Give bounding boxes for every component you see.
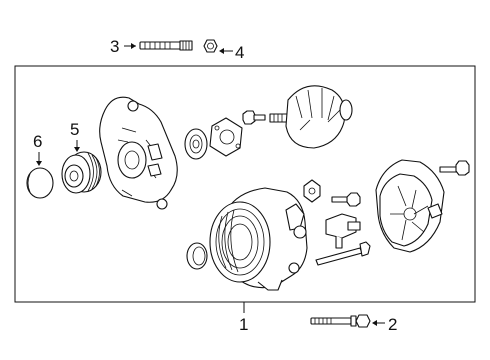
o-ring-part xyxy=(186,242,208,270)
callout-label-6: 6 xyxy=(33,132,42,151)
callout-5[interactable]: 5 xyxy=(70,120,80,152)
callout-label-2: 2 xyxy=(388,315,397,334)
through-bolt-part xyxy=(315,241,371,266)
callout-2[interactable]: 2 xyxy=(372,315,397,334)
rear-cover-part xyxy=(375,159,445,253)
bolt-part xyxy=(310,314,371,328)
front-housing-part xyxy=(99,96,178,210)
callout-label-3: 3 xyxy=(110,37,119,56)
bearing-part xyxy=(184,128,208,160)
regulator-bolt-part xyxy=(331,192,361,207)
nut-part xyxy=(203,39,218,53)
callout-3[interactable]: 3 xyxy=(110,37,136,56)
connector-part xyxy=(325,213,361,249)
alternator-body-part xyxy=(209,187,308,291)
callout-6[interactable]: 6 xyxy=(33,132,42,166)
pulley-part xyxy=(61,151,102,194)
retainer-plate-part xyxy=(209,117,243,157)
callout-label-4: 4 xyxy=(235,43,244,62)
small-bolt-part xyxy=(242,110,266,125)
callout-1[interactable]: 1 xyxy=(239,302,248,334)
rotor-part xyxy=(269,85,353,149)
cap-part xyxy=(26,167,54,199)
cover-bolt-part xyxy=(439,160,470,176)
callout-label-1: 1 xyxy=(239,315,248,334)
bushing-part xyxy=(303,179,321,203)
assembly-frame xyxy=(14,65,476,303)
callout-4[interactable]: 4 xyxy=(219,43,244,62)
stud-part xyxy=(139,40,193,51)
callout-label-5: 5 xyxy=(70,120,79,139)
